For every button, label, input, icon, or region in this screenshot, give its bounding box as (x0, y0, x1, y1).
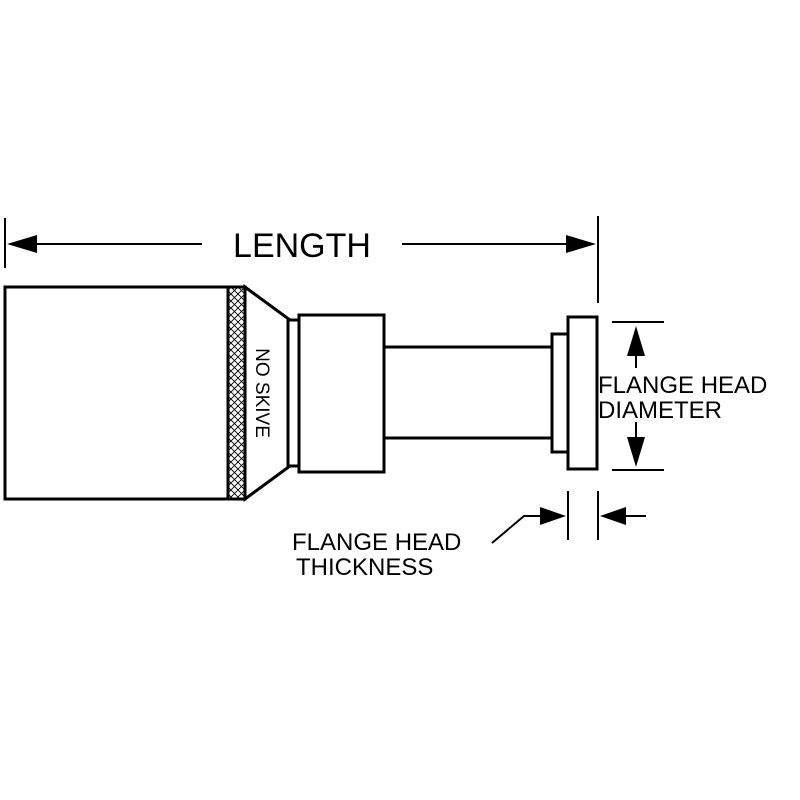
flange-head-thickness-label-line1: FLANGE HEAD (292, 529, 461, 556)
flange-head-thickness-dimension: FLANGE HEAD THICKNESS (292, 491, 646, 581)
stem-tube (382, 345, 554, 440)
nut-washer (286, 318, 301, 468)
flange-step (550, 332, 570, 454)
flange-head-thickness-label-line2: THICKNESS (296, 554, 433, 581)
knurled-band (226, 285, 247, 501)
thickness-leader-line (491, 515, 545, 544)
length-arrowhead-right (566, 235, 596, 253)
diameter-arrowhead-down (627, 437, 645, 467)
no-skive-label: NO SKIVE (251, 348, 272, 438)
length-dimension: LENGTH (4, 216, 599, 303)
length-label: LENGTH (233, 227, 371, 265)
hex-nut (297, 313, 386, 474)
diameter-arrowhead-up (627, 326, 645, 356)
thickness-arrowhead-left (540, 507, 566, 525)
flange-head-diameter-label-line1: FLANGE HEAD (598, 372, 767, 399)
length-arrowhead-left (7, 235, 37, 253)
flange-head-diameter-label-line2: DIAMETER (598, 397, 722, 424)
socket (3, 285, 230, 501)
thickness-arrowhead-right (600, 507, 626, 525)
flange-head-diameter-dimension: FLANGE HEAD DIAMETER (598, 321, 767, 471)
fitting-body (3, 284, 599, 502)
flange-head (566, 315, 599, 471)
